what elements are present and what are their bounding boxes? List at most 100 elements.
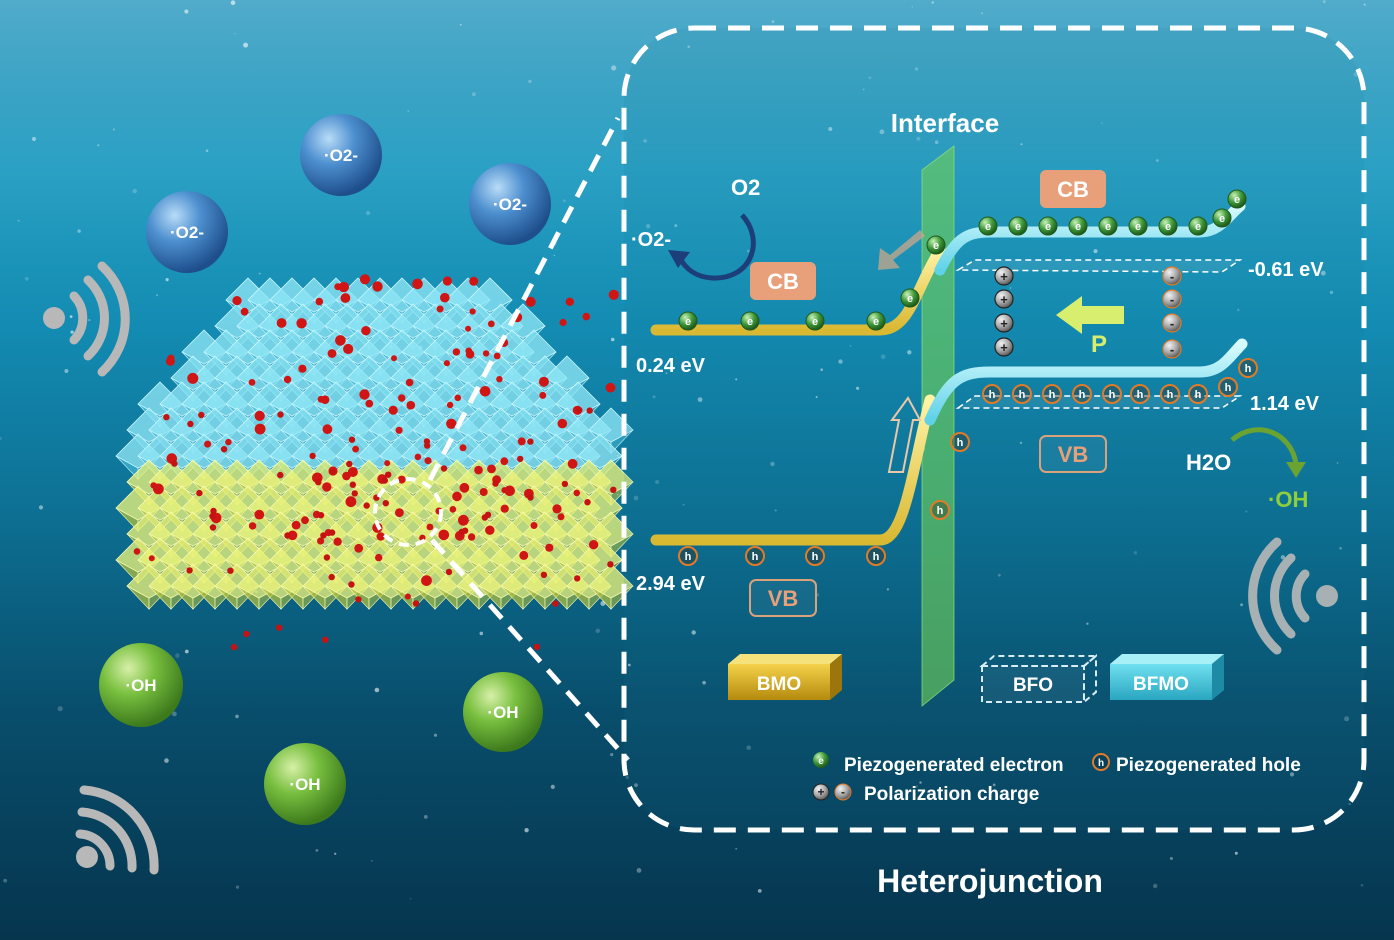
superoxide-radical-1: ·O2- [300,114,382,196]
electron-particle: e [1158,216,1178,236]
svg-text:-: - [1170,342,1174,357]
svg-text:h: h [1019,389,1026,401]
bmo-vb-box: VB [749,579,817,617]
hole-particle: h [805,546,825,566]
hole-particle: h [1218,377,1238,397]
svg-text:h: h [1098,758,1104,769]
legend-polarization-label: Polarization charge [864,784,1039,805]
polarization-charge: - [1162,289,1182,309]
hole-particle: h [1130,384,1150,404]
water-oxidation-arrow [1230,427,1299,465]
svg-text:e: e [1195,221,1201,233]
polarization-arrow [1056,296,1124,334]
zoom-circle [373,477,443,547]
bmo-conduction-band [650,244,946,336]
bfmo-vb-label: VB [1058,442,1089,467]
svg-text:h: h [752,551,759,563]
polarization-charge: - [1162,313,1182,333]
hole-particle: h [1072,384,1092,404]
svg-text:h: h [1049,389,1056,401]
bfmo-valence-band [924,338,1248,426]
superoxide-label: ·O2- [170,223,204,242]
svg-text:e: e [1135,221,1141,233]
svg-text:h: h [812,551,819,563]
hydroxyl-radical-1: ·OH [99,643,183,727]
bfmo-vb-box: VB [1039,435,1107,473]
hole-particle: h [1012,384,1032,404]
electron-particle: e [678,311,698,331]
hydroxyl-label: ·OH [487,703,518,722]
bfmo-label: BFMO [1133,674,1189,695]
svg-text:e: e [1105,221,1111,233]
legend-polarization-item: + - Polarization charge [812,783,1039,805]
superoxide-product-label: ·O2- [631,229,671,251]
oxygen-reduction-arrow [677,213,756,281]
electron-particle: e [740,311,760,331]
legend-hole-item: h Piezogenerated hole [1092,753,1301,776]
svg-text:h: h [873,551,880,563]
interface-plane [921,145,955,708]
polarization-charge: + [994,266,1014,286]
hole-particle: h [950,432,970,452]
electron-particle: e [1098,216,1118,236]
electron-particle: e [1038,216,1058,236]
svg-text:e: e [747,316,753,328]
electron-particle: e [805,311,825,331]
bfo-label: BFO [1013,675,1053,696]
legend-electron-item: e Piezogenerated electron [813,752,1064,776]
legend-hole-label: Piezogenerated hole [1116,755,1301,776]
hydroxyl-label: ·OH [125,676,156,695]
svg-text:+: + [1000,269,1008,284]
legend: e Piezogenerated electron h Piezogenerat… [812,752,1301,805]
zoom-line-bottom [430,538,630,762]
electron-transfer-arrow [878,230,925,270]
svg-text:e: e [907,293,913,305]
ultrasound-wave-icon-right [1248,537,1338,655]
svg-text:h: h [989,389,996,401]
svg-text:+: + [817,785,824,799]
svg-text:h: h [957,437,964,449]
superoxide-label: ·O2- [324,146,358,165]
interface-label: Interface [891,108,999,138]
svg-text:e: e [1015,221,1021,233]
hole-transfer-arrow [887,396,922,473]
water-label: H2O [1186,450,1231,475]
svg-text:h: h [1245,363,1252,375]
svg-text:h: h [685,551,692,563]
bmo-cb-energy: 0.24 eV [636,355,706,377]
svg-text:e: e [1219,213,1225,225]
electron-particle: e [1227,189,1247,209]
electron-particle: e [866,311,886,331]
svg-text:h: h [1167,389,1174,401]
bmo-label: BMO [757,674,801,695]
bmo-cb-label: CB [767,269,799,294]
svg-text:h: h [1195,389,1202,401]
electron-particle: e [1128,216,1148,236]
svg-text:+: + [1000,316,1008,331]
hole-particle: h [1102,384,1122,404]
svg-text:e: e [1234,194,1240,206]
ultrasound-wave-icon-left [43,261,130,377]
superoxide-label: ·O2- [493,195,527,214]
hole-particle: h [930,500,950,520]
superoxide-radical-3: ·O2- [469,163,551,245]
electron-particle: e [900,288,920,308]
water-oxidation-arrowhead [1286,462,1306,478]
svg-text:e: e [685,316,691,328]
electron-particle: e [1188,216,1208,236]
hydroxyl-radical-3: ·OH [264,743,346,825]
hydroxyl-radical-2: ·OH [463,672,543,752]
zoom-line-top [427,116,621,482]
svg-text:e: e [1045,221,1051,233]
bmo-cb-box: CB [750,262,816,300]
oxygen-label: O2 [731,175,760,200]
heterojunction-title: Heterojunction [877,863,1103,899]
polarization-charge: + [994,289,1014,309]
svg-text:h: h [1079,389,1086,401]
electron-particle: e [926,235,946,255]
electron-particle: e [1212,208,1232,228]
svg-text:e: e [985,221,991,233]
electron-particle: e [1068,216,1088,236]
